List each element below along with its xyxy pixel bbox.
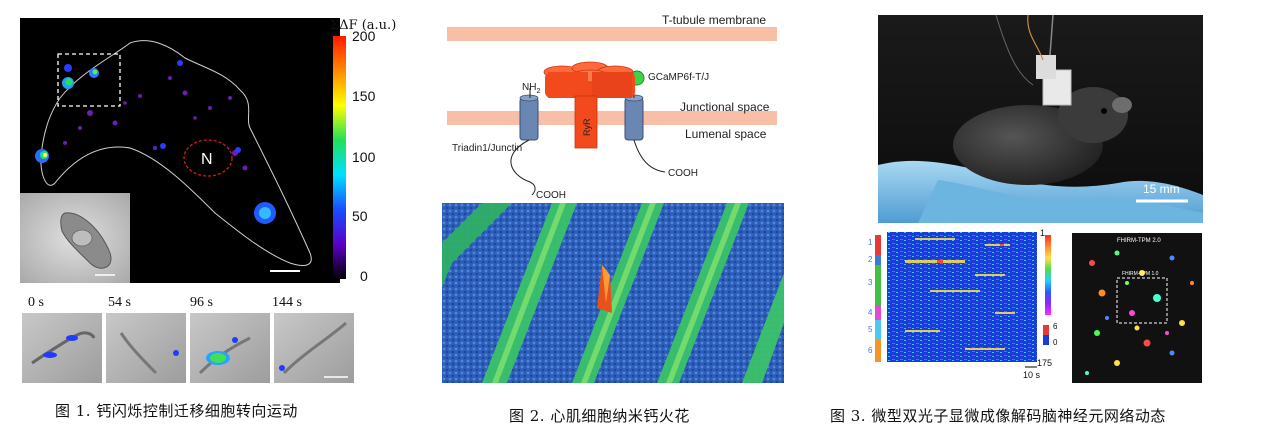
- fig1-colorbar-tick: 150: [352, 88, 376, 104]
- fig2-schematic: RyR T-tubule membrane GCaMP6f-T/J NH2 Ju…: [447, 13, 777, 201]
- fig1-colorbar-tick: 100: [352, 149, 376, 165]
- raster-cbar-top-label: 6: [1053, 322, 1058, 331]
- ryr-complex: [543, 61, 635, 149]
- cooh-left-label: COOH: [536, 190, 566, 201]
- raster-time-scale-label: 10 s: [1023, 370, 1041, 380]
- figure-1: N ΣΔF (a.u.) 200 150 100 50 0 0 s 54 s 9…: [20, 18, 396, 390]
- raster-bottom-right-label: 175: [1037, 358, 1053, 368]
- fig1-caption: 图 1. 钙闪烁控制迁移细胞转向运动: [55, 402, 298, 420]
- figure-2: RyR T-tubule membrane GCaMP6f-T/J NH2 Ju…: [440, 10, 790, 385]
- timepoint-label: 54 s: [108, 295, 131, 310]
- raster-row-label: 3: [868, 278, 873, 287]
- ryr-label: RyR: [582, 118, 592, 136]
- fig3-neuron-image: FHIRM-TPM 2.0 FHIRM-TPM 1.0: [1072, 233, 1202, 383]
- t-tubule-membrane: [447, 27, 777, 41]
- raster-top-right-label: 1: [1040, 228, 1046, 238]
- t-tubule-label: T-tubule membrane: [662, 13, 766, 27]
- cooh-right-label: COOH: [668, 168, 698, 179]
- figure-3: 15 mm: [868, 15, 1210, 390]
- fig2-caption: 图 2. 心肌细胞纳米钙火花: [509, 407, 690, 425]
- raster-row-label: 5: [868, 325, 873, 334]
- fig1-colorbar: [333, 36, 346, 279]
- fig1-brightfield-inset: [20, 193, 130, 283]
- nucleus-label: N: [201, 151, 213, 168]
- fig1-timelapse-strip: [22, 313, 354, 383]
- inset-subtitle: FHIRM-TPM 1.0: [1122, 271, 1159, 277]
- raster-row-label: 2: [868, 255, 873, 264]
- fig1-colorbar-tick: 0: [360, 268, 368, 284]
- raster-row-label: 6: [868, 346, 873, 355]
- timepoint-label: 144 s: [272, 295, 302, 310]
- lumenal-space-label: Lumenal space: [685, 127, 767, 141]
- fig3-raster-heatmap: 1 2 3 4 5 6 1 175 6 0 10 s: [868, 228, 1065, 380]
- raster-cbar-bottom-label: 0: [1053, 338, 1058, 347]
- fig1-colorbar-label: ΣΔF (a.u.): [330, 18, 397, 33]
- fig2-surface-render: [442, 203, 784, 383]
- fig1-colorbar-tick: 50: [352, 208, 368, 224]
- timepoint-label: 0 s: [28, 295, 44, 310]
- fig3-mouse-photo: 15 mm: [878, 15, 1203, 223]
- triadin-label: Triadin1/Junctin: [452, 143, 522, 154]
- nh2-label: NH2: [522, 82, 540, 95]
- inset-title: FHIRM-TPM 2.0: [1117, 238, 1161, 244]
- fig3-raster-colorbar: [1045, 235, 1051, 315]
- raster-row-label: 4: [868, 308, 873, 317]
- junctional-space-label: Junctional space: [680, 100, 770, 114]
- fig3-scale-label: 15 mm: [1143, 182, 1180, 196]
- gcamp-label: GCaMP6f-T/J: [648, 72, 709, 83]
- fig3-caption: 图 3. 微型双光子显微成像解码脑神经元网络动态: [830, 407, 1166, 425]
- fig1-colorbar-tick: 200: [352, 28, 376, 44]
- timepoint-label: 96 s: [190, 295, 213, 310]
- raster-row-label: 1: [868, 238, 873, 247]
